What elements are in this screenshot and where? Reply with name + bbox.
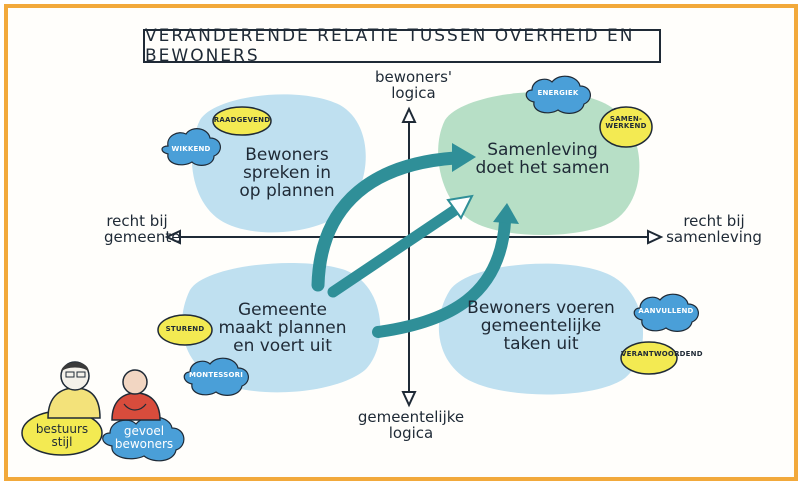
badge-wikkend-label: WIKKEND — [171, 145, 211, 153]
arrow-curve-down — [372, 216, 511, 338]
arrow-curve-down-head — [493, 203, 519, 224]
axis-label-right: recht bij samenleving — [666, 212, 762, 246]
left-arrowhead — [164, 229, 181, 245]
badge-sturend-label: STUREND — [165, 325, 205, 333]
arrow-curve-up — [311, 151, 462, 292]
blob-top-right — [438, 91, 640, 236]
badge-raadgevend — [212, 106, 272, 136]
character-administrator — [47, 361, 101, 419]
character-resident — [111, 369, 161, 421]
cloud-wikkend — [161, 128, 221, 166]
legend-bestuursstijl: bestuurs stijl — [35, 422, 89, 449]
diagram-title: VERANDERENDE RELATIE TUSSEN OVERHEID EN … — [143, 26, 661, 66]
axis-label-left: recht bij gemeente — [104, 212, 181, 246]
badge-samenwerkend-label: SAMEN-WERKEND — [605, 115, 647, 131]
arrow-straight — [327, 204, 461, 298]
down-arrowhead — [401, 391, 417, 408]
badge-raadgevend-label: RAADGEVEND — [213, 116, 271, 124]
badge-verantwoordend — [620, 341, 678, 375]
arrow-curve-up-head — [452, 143, 476, 172]
quadrant-bottom-left-text: Gemeente maakt plannen en voert uit — [218, 300, 347, 356]
blob-bottom-right — [438, 263, 644, 395]
cloud-gevoel-bewoners — [102, 416, 185, 462]
badge-samenwerkend — [599, 106, 653, 148]
right-arrowhead — [647, 229, 664, 245]
axis-label-top: bewoners' logica — [374, 68, 453, 102]
quadrant-top-right-text: Samenleving doet het samen — [475, 140, 610, 178]
badge-sturend — [157, 314, 213, 346]
badge-energiek-text: ENERGIEK — [537, 89, 579, 97]
up-arrowhead — [401, 106, 417, 123]
quadrant-bottom-right-text: Bewoners voeren gemeentelijke taken uit — [467, 298, 615, 354]
badge-montessori-label: MONTESSORI — [188, 371, 244, 379]
axis-label-bottom: gemeentelijke logica — [357, 408, 465, 442]
badge-aanvullend-label: AANVULLEND — [638, 307, 694, 315]
cloud-energiek — [525, 75, 591, 114]
badge-verantwoordend-label: VERANTWOORDEND — [621, 350, 703, 358]
cloud-montessori — [183, 357, 249, 396]
cloud-aanvullend — [633, 293, 699, 332]
quadrant-top-left-text: Bewoners spreken in op plannen — [239, 145, 335, 201]
legend-gevoel-bewoners: gevoel bewoners — [114, 424, 174, 451]
arrow-straight-head — [446, 194, 474, 220]
